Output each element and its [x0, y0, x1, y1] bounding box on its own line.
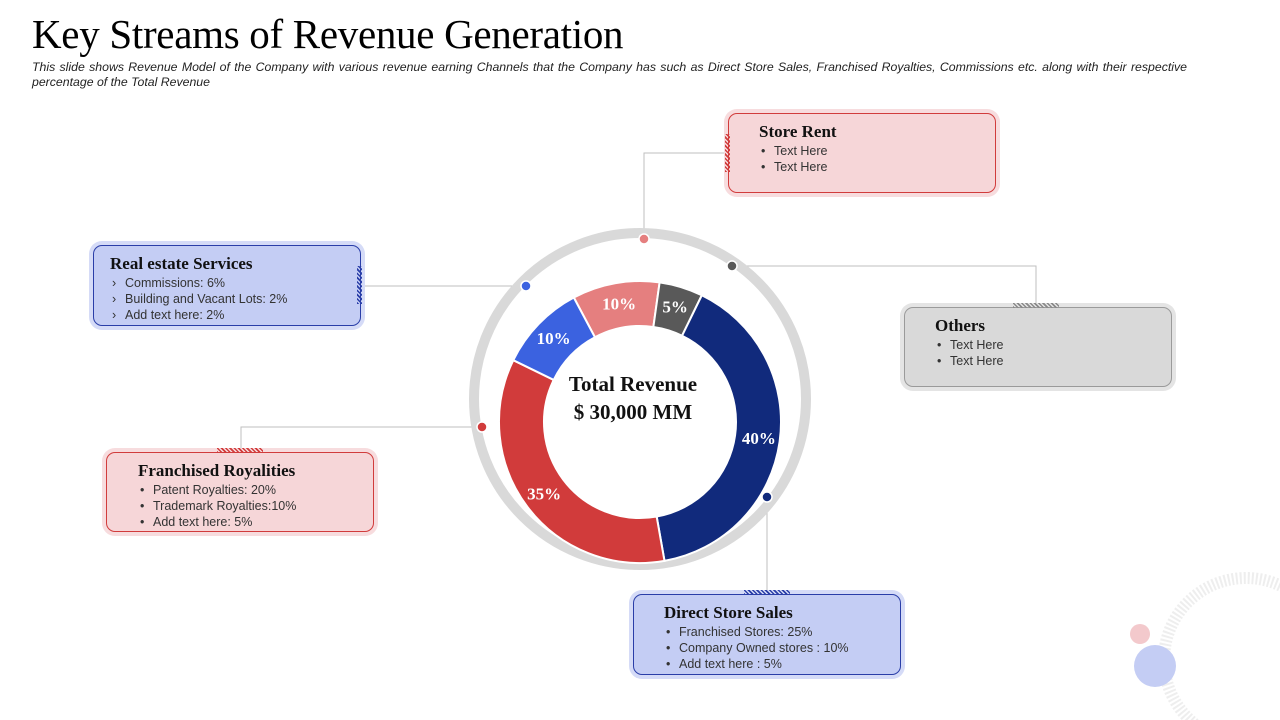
- donut-value-label: 10%: [602, 294, 636, 313]
- list-item: ›Add text here: 2%: [112, 308, 225, 322]
- donut-labels: 10% 5% 40% 35% 10%: [527, 294, 776, 503]
- donut-slice-direct-store-sales: [655, 293, 782, 563]
- dot-franchised: [476, 421, 488, 433]
- card-title: Franchised Royalities: [138, 461, 296, 480]
- card-store-rent: Store Rent •Text Here •Text Here: [728, 113, 996, 193]
- card-title: Real estate Services: [110, 254, 253, 273]
- total-revenue-title: Total Revenue: [568, 372, 698, 396]
- donut-value-label: 35%: [527, 485, 561, 504]
- connector-store-rent: [643, 152, 727, 239]
- list-item: •Patent Royalties: 20%: [140, 483, 276, 497]
- card-title: Others: [935, 316, 986, 335]
- list-item: •Text Here: [937, 338, 1004, 352]
- donut-value-label: 5%: [662, 298, 688, 317]
- direct-hatch: [744, 590, 790, 595]
- page-title: Key Streams of Revenue Generation: [32, 11, 624, 57]
- decor-blue-dot: [1134, 645, 1176, 687]
- dot-real-estate: [520, 280, 532, 292]
- donut-value-label: 40%: [742, 429, 776, 448]
- dot-direct: [761, 491, 773, 503]
- list-item: •Text Here: [937, 354, 1004, 368]
- dot-others: [726, 260, 738, 272]
- decor-pink-dot: [1130, 624, 1150, 644]
- list-item: •Text Here: [761, 144, 828, 158]
- card-title: Store Rent: [759, 122, 837, 141]
- connector-lines: [240, 152, 1037, 591]
- donut-slice-real-estate-services: [511, 296, 597, 382]
- total-revenue-label: Total Revenue $ 30,000 MM: [533, 370, 733, 426]
- dot-store-rent: [638, 233, 650, 245]
- list-item: •Add text here : 5%: [666, 657, 782, 671]
- card-direct-store-sales: Direct Store Sales •Franchised Stores: 2…: [633, 594, 901, 675]
- total-revenue-value: $ 30,000 MM: [573, 400, 693, 424]
- store-rent-hatch: [725, 134, 730, 172]
- card-others: Others •Text Here •Text Here: [904, 307, 1172, 387]
- list-item: •Text Here: [761, 160, 828, 174]
- list-item: •Company Owned stores : 10%: [666, 641, 849, 655]
- page-subtitle: This slide shows Revenue Model of the Co…: [32, 60, 1187, 89]
- list-item: •Franchised Stores: 25%: [666, 625, 813, 639]
- donut-value-label: 10%: [537, 329, 571, 348]
- franchised-hatch: [217, 448, 263, 453]
- card-franchised: Franchised Royalities •Patent Royalties:…: [106, 452, 374, 532]
- donut-slice-franchised-royalities: [498, 358, 666, 564]
- others-hatch: [1013, 303, 1059, 308]
- list-item: •Trademark Royalties:10%: [140, 499, 297, 513]
- list-item: ›Commissions: 6%: [112, 276, 226, 290]
- card-real-estate: Real estate Services ›Commissions: 6% ›B…: [93, 245, 361, 326]
- list-item: •Add text here: 5%: [140, 515, 253, 529]
- card-title: Direct Store Sales: [664, 603, 793, 622]
- decor-arc: [1158, 572, 1280, 720]
- connector-franchised: [240, 426, 482, 449]
- outer-ring: [469, 228, 811, 570]
- real-estate-hatch: [357, 266, 362, 304]
- donut-slices: [498, 280, 782, 564]
- connector-others: [732, 265, 1037, 304]
- list-item: ›Building and Vacant Lots: 2%: [112, 292, 288, 306]
